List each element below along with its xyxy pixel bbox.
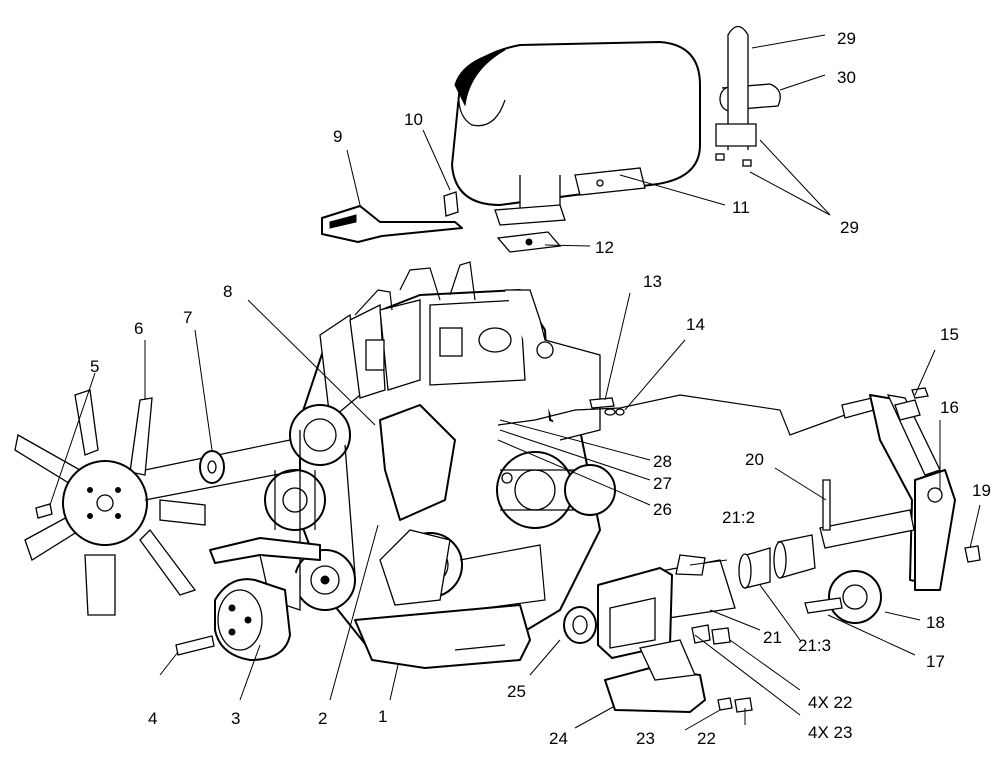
callout-16: 16 [940,398,959,417]
muffler-gasket [496,231,562,253]
callout-21-2: 21:2 [722,508,755,527]
callout-26: 26 [653,500,672,519]
callout-11: 11 [732,198,750,217]
pivot-nut [964,545,981,563]
pivot-shaft [819,479,915,549]
callout-23: 23 [636,729,655,748]
callout-4x-22: 4X 22 [808,693,852,712]
callout-12: 12 [595,238,614,257]
callout-2: 2 [318,709,327,728]
isolator [563,606,597,644]
callout-7: 7 [183,308,192,327]
pivot-bracket [914,469,956,591]
drive-coupling [214,578,291,661]
callout-17: 17 [926,652,945,671]
mount-bolts [691,624,753,713]
callout-1: 1 [378,707,387,726]
fan-spacer [144,439,301,501]
callout-13: 13 [643,272,662,291]
callout-6: 6 [134,319,143,338]
callout-9: 9 [333,127,342,146]
coupling-bolt [175,635,215,656]
callout-4: 4 [148,709,157,728]
callout-29-bottom: 29 [840,218,859,237]
exhaust-bracket [321,191,463,243]
callout-3: 3 [231,709,240,728]
bushing [738,534,816,589]
callout-19: 19 [972,481,991,500]
callout-28: 28 [653,452,672,471]
leader-lines [49,34,981,731]
callout-24: 24 [549,729,568,748]
flange-bearing [804,570,882,624]
callout-30: 30 [837,68,856,87]
engine-mount-bracket [597,567,673,659]
callout-27: 27 [653,474,672,493]
callout-21-3: 21:3 [798,636,831,655]
callout-25: 25 [507,682,526,701]
engine [299,261,616,669]
water-pump-pulley [264,404,351,531]
callout-20: 20 [745,450,764,469]
callout-5: 5 [90,357,99,376]
callout-21: 21 [763,628,782,647]
callout-4x-23: 4X 23 [808,723,852,742]
callout-8: 8 [223,282,232,301]
callout-29-top: 29 [837,29,856,48]
muffler [451,41,701,226]
callout-18: 18 [926,613,945,632]
callout-22: 22 [697,729,716,748]
callout-14: 14 [686,315,705,334]
fan [14,389,206,616]
callout-15: 15 [940,325,959,344]
drive-belt [299,430,356,590]
callout-10: 10 [404,110,423,129]
u-bolt-clamp [715,25,757,167]
rear-mount-bracket [604,639,706,713]
